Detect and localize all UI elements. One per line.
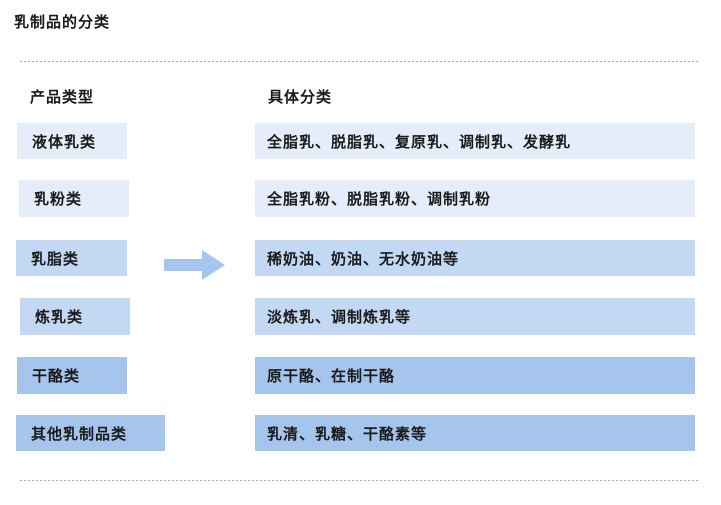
product-type-box: 乳粉类 (19, 180, 129, 217)
category-detail-label: 稀奶油、奶油、无水奶油等 (267, 250, 460, 268)
category-detail-box: 乳清、乳糖、干酪素等 (255, 415, 695, 451)
column-header-detail: 具体分类 (268, 89, 333, 106)
category-detail-box: 全脂乳、脱脂乳、复原乳、调制乳、发酵乳 (255, 123, 695, 159)
product-type-box: 其他乳制品类 (16, 415, 165, 451)
product-type-label: 其他乳制品类 (31, 425, 128, 443)
bottom-dashed-divider (20, 480, 700, 481)
category-detail-label: 原干酪、在制干酪 (267, 368, 396, 385)
category-detail-box: 稀奶油、奶油、无水奶油等 (255, 240, 695, 276)
category-detail-label: 全脂乳粉、脱脂乳粉、调制乳粉 (267, 191, 492, 208)
category-detail-label: 淡炼乳、调制炼乳等 (267, 309, 412, 326)
product-type-label: 液体乳类 (32, 133, 97, 151)
top-dashed-divider (20, 61, 700, 62)
product-type-box: 乳脂类 (16, 240, 127, 276)
category-detail-box: 原干酪、在制干酪 (255, 357, 695, 394)
product-type-label: 乳粉类 (34, 191, 83, 208)
page-title: 乳制品的分类 (14, 14, 111, 31)
right-arrow-icon (164, 250, 225, 280)
category-detail-box: 全脂乳粉、脱脂乳粉、调制乳粉 (255, 180, 695, 217)
column-header-product-type: 产品类型 (30, 89, 95, 106)
product-type-box: 干酪类 (17, 357, 127, 394)
product-type-label: 干酪类 (32, 368, 81, 385)
product-type-box: 炼乳类 (20, 298, 130, 335)
category-detail-box: 淡炼乳、调制炼乳等 (255, 298, 695, 335)
category-detail-label: 乳清、乳糖、干酪素等 (267, 425, 428, 443)
product-type-label: 乳脂类 (31, 250, 80, 268)
category-detail-label: 全脂乳、脱脂乳、复原乳、调制乳、发酵乳 (267, 133, 572, 151)
product-type-box: 液体乳类 (17, 123, 127, 159)
product-type-label: 炼乳类 (35, 309, 84, 326)
